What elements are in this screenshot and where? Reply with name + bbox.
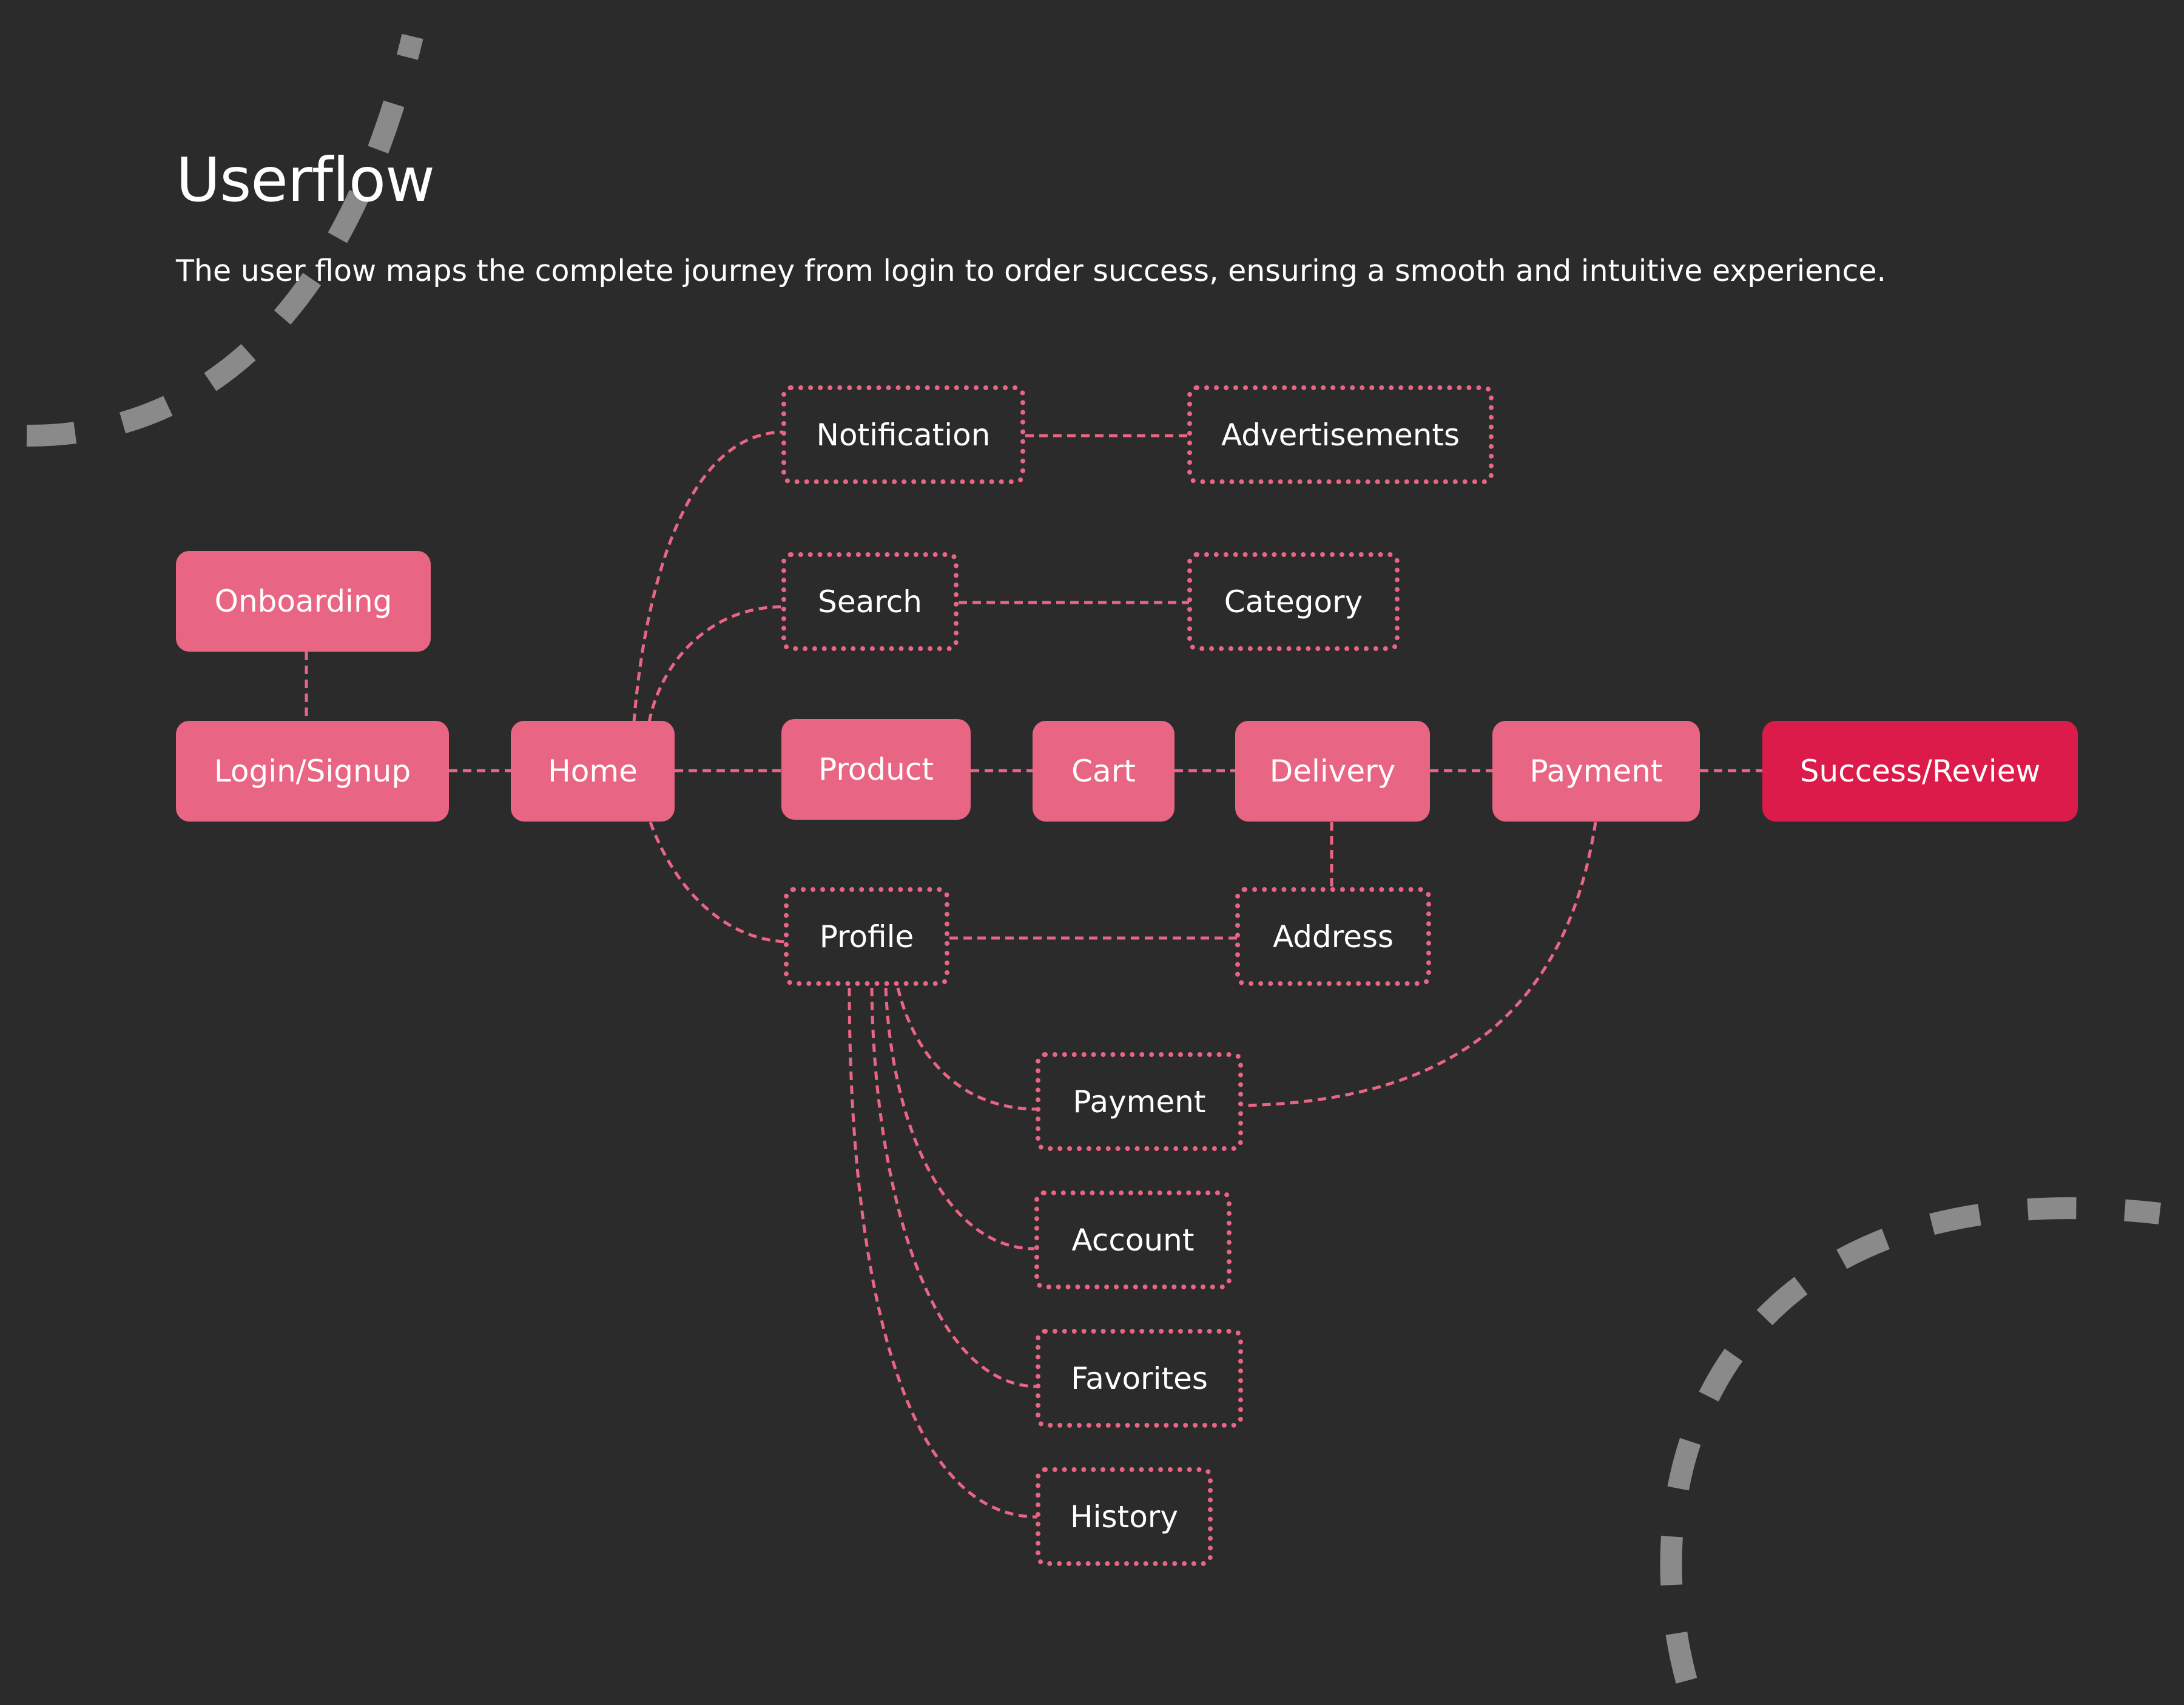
node-history-label: History [1070, 1499, 1178, 1534]
link-profile-favorites [870, 987, 1038, 1388]
node-cart[interactable]: Cart [1033, 721, 1175, 822]
node-login-signup[interactable]: Login/Signup [176, 721, 449, 822]
node-notification-label: Notification [816, 417, 991, 453]
node-advertisements-label: Advertisements [1221, 417, 1460, 453]
node-payment[interactable]: Payment [1492, 721, 1700, 822]
node-advertisements[interactable]: Advertisements [1187, 385, 1494, 484]
node-onboarding[interactable]: Onboarding [176, 551, 431, 652]
node-success-label: Success/Review [1799, 754, 2041, 789]
node-search[interactable]: Search [781, 552, 959, 651]
page-title: Userflow [176, 144, 435, 215]
link-profile-payment [896, 987, 1038, 1111]
node-login-label: Login/Signup [214, 754, 411, 789]
node-history[interactable]: History [1036, 1467, 1213, 1566]
node-profile[interactable]: Profile [784, 887, 949, 986]
node-account-label: Account [1071, 1222, 1195, 1258]
node-delivery-label: Delivery [1269, 754, 1396, 789]
node-product[interactable]: Product [781, 719, 971, 820]
node-home[interactable]: Home [511, 721, 675, 822]
node-category[interactable]: Category [1187, 552, 1400, 651]
node-success-review[interactable]: Success/Review [1762, 721, 2078, 822]
node-notification[interactable]: Notification [781, 385, 1025, 484]
node-category-label: Category [1224, 584, 1363, 620]
node-address-label: Address [1272, 919, 1394, 954]
node-product-label: Product [818, 752, 934, 787]
node-profile-payment[interactable]: Payment [1036, 1052, 1243, 1151]
link-profile-history [848, 987, 1038, 1519]
link-payment-profile-payment [1242, 822, 1597, 1107]
node-home-label: Home [548, 754, 638, 789]
decor-arc-bottom-right [1660, 1197, 2162, 1684]
page-description: The user flow maps the complete journey … [176, 254, 1887, 288]
node-search-label: Search [818, 584, 922, 620]
node-payment-label: Payment [1529, 754, 1663, 789]
node-favorites-label: Favorites [1071, 1360, 1208, 1396]
node-onboarding-label: Onboarding [214, 584, 393, 619]
link-home-search [647, 605, 783, 723]
node-profile-payment-label: Payment [1073, 1084, 1206, 1119]
node-account[interactable]: Account [1034, 1190, 1232, 1289]
link-home-notification [632, 430, 783, 723]
link-profile-account [884, 987, 1035, 1251]
link-home-profile [649, 822, 786, 944]
node-profile-label: Profile [819, 919, 914, 954]
node-favorites[interactable]: Favorites [1036, 1329, 1243, 1428]
node-delivery[interactable]: Delivery [1235, 721, 1430, 822]
node-cart-label: Cart [1071, 754, 1136, 789]
node-address[interactable]: Address [1235, 887, 1431, 986]
